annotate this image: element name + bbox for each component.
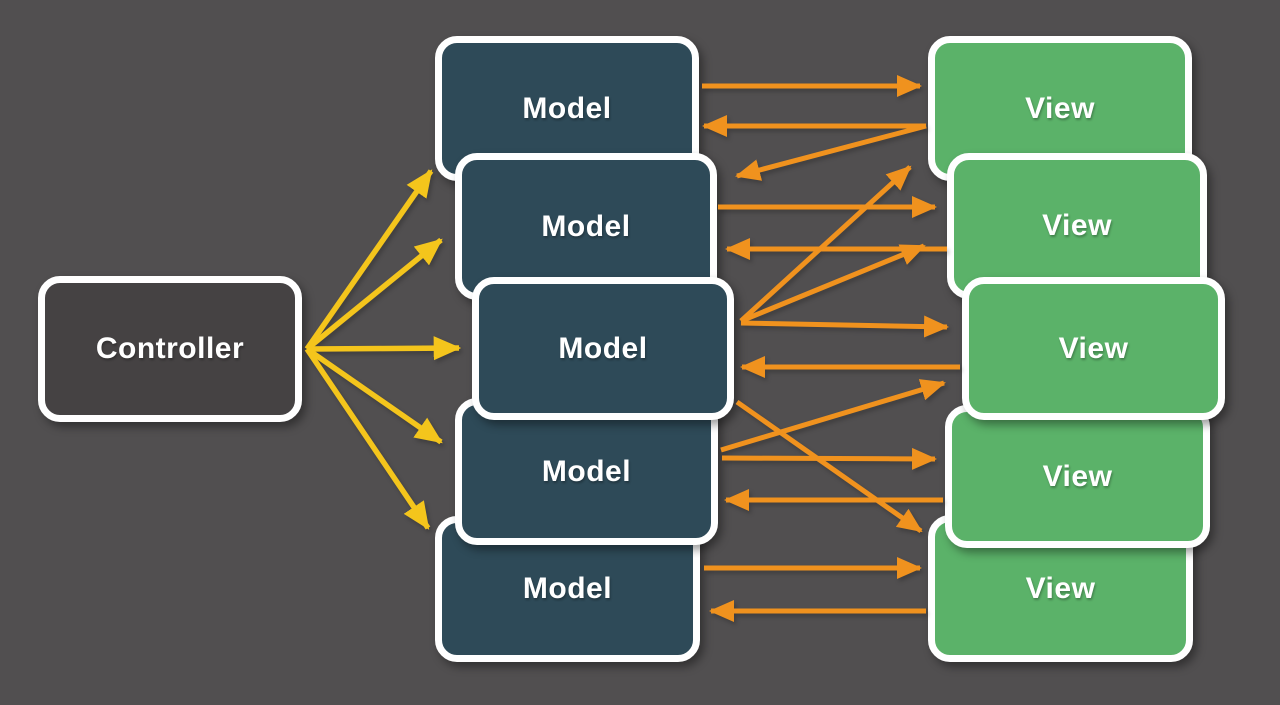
view-box-2: View: [947, 153, 1207, 299]
edge-controller-to-model-3: [306, 336, 462, 361]
view-4-label: View: [1042, 459, 1113, 493]
edge-model-4-to-view-4: [721, 447, 937, 470]
model-3-label: Model: [558, 331, 648, 365]
view-2-label: View: [1042, 209, 1112, 242]
controller-label: Controller: [95, 332, 245, 365]
edge-model-3-to-view-5: [735, 399, 923, 534]
model-2-label: Model: [541, 209, 631, 243]
edge-model-4-to-view-3: [720, 379, 946, 453]
edge-model-3-to-view-3: [740, 315, 949, 338]
view-3-label: View: [1058, 331, 1129, 365]
view-box-4: View: [945, 405, 1210, 548]
edge-controller-to-model-1: [304, 169, 434, 351]
model-box-3: Model: [472, 277, 734, 420]
edge-controller-to-model-2: [305, 237, 443, 352]
edge-controller-to-model-5: [304, 347, 431, 530]
edge-view-1-to-model-2: [735, 123, 927, 181]
model-box-2: Model: [455, 153, 717, 300]
model-1-label: Model: [522, 91, 612, 125]
edge-controller-to-model-4: [305, 346, 443, 445]
controller-box: Controller: [38, 276, 302, 422]
edge-model-3-to-view-2: [740, 243, 926, 324]
view-5-label: View: [1025, 571, 1096, 605]
edge-model-3-to-view-1: [739, 165, 912, 323]
model-4-label: Model: [541, 454, 632, 488]
model-5-label: Model: [522, 572, 613, 605]
view-1-label: View: [1025, 91, 1095, 125]
view-box-3: View: [962, 277, 1225, 420]
model-box-4: Model: [455, 398, 718, 545]
